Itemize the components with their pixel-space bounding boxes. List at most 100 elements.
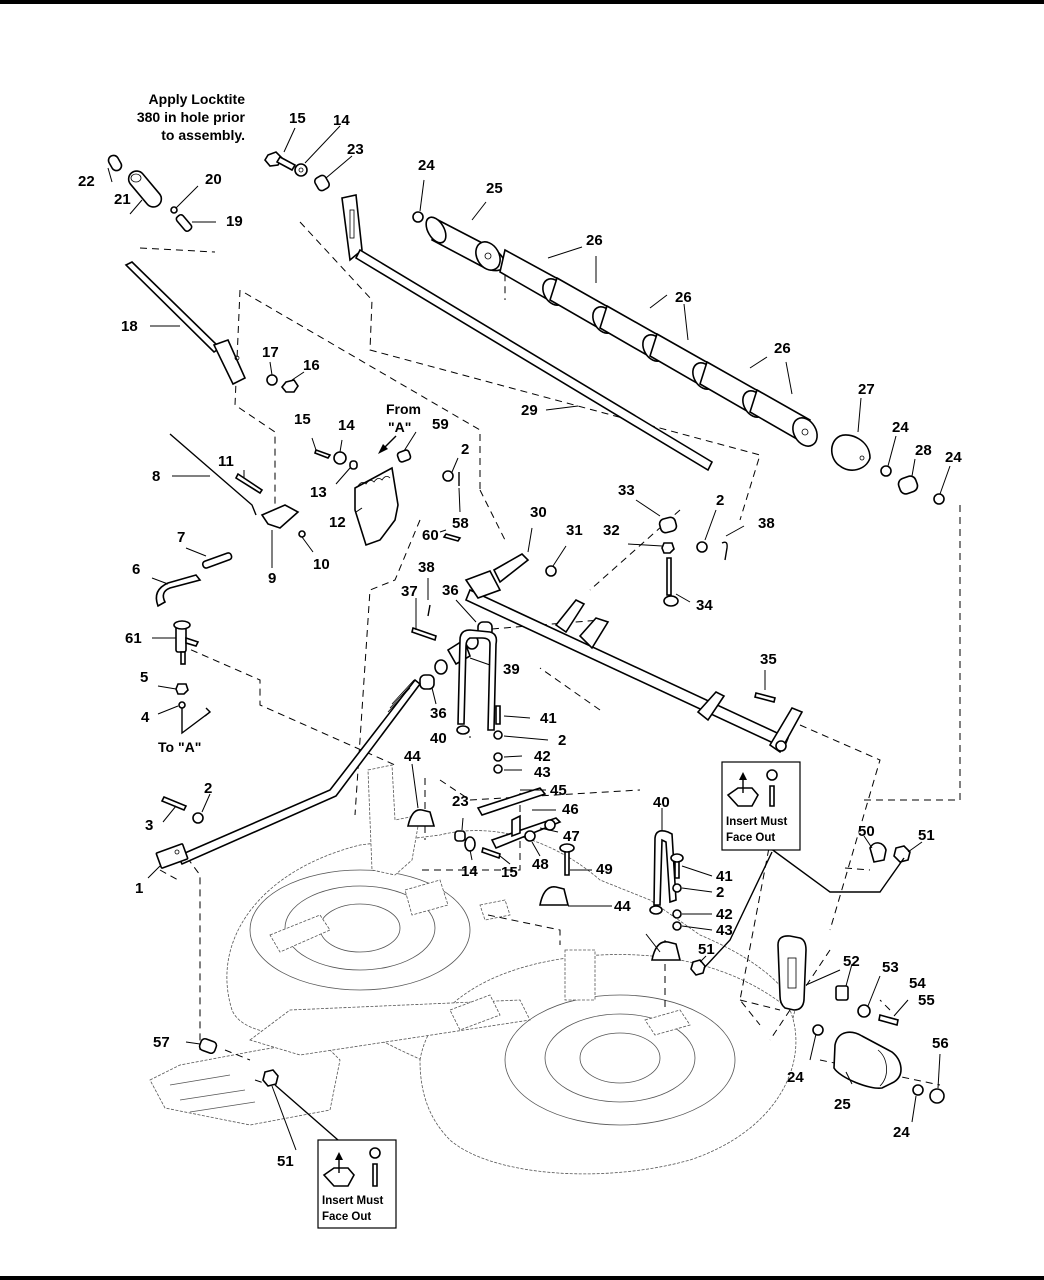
callout-39: 39 [503,661,520,678]
callout-5: 5 [140,669,148,686]
callout-3: 3 [145,817,153,834]
callout-24: 24 [787,1069,804,1086]
callout-30: 30 [530,504,547,521]
callout-51: 51 [277,1153,294,1170]
callout-24: 24 [418,157,435,174]
callout-36: 36 [442,582,459,599]
to-a-note: To "A" [158,739,201,755]
callout-15: 15 [501,864,518,881]
locktite-note-line1: Apply Locktite [149,91,246,107]
part-40-hook-upper [456,629,498,735]
callout-23: 23 [452,793,469,810]
locktite-note-line2: 380 in hole prior [137,109,246,125]
insert-note-box-upper: Insert Must Face Out [721,761,801,851]
callout-24: 24 [892,419,909,436]
callout-14: 14 [461,863,478,880]
callout-34: 34 [696,597,713,614]
callout-10: 10 [313,556,330,573]
part-18-lever [124,261,247,386]
callout-2: 2 [716,884,724,901]
callout-13: 13 [310,484,327,501]
callout-42: 42 [534,748,551,765]
callout-2: 2 [204,780,212,797]
callout-6: 6 [132,561,140,578]
callout-55: 55 [918,992,935,1009]
callout-31: 31 [566,522,583,539]
callout-1: 1 [135,880,143,897]
callout-36: 36 [430,705,447,722]
callout-17: 17 [262,344,279,361]
from-a-line1: From [386,401,421,417]
callout-12: 12 [329,514,346,531]
callout-24: 24 [893,1124,910,1141]
insert-note-upper-line1: Insert Must [726,816,788,828]
callout-38: 38 [758,515,775,532]
leader-lines [107,125,951,1151]
callout-22: 22 [78,173,95,190]
callout-2: 2 [558,732,566,749]
callout-27: 27 [858,381,875,398]
callout-19: 19 [226,213,243,230]
part-27-end-cap [830,434,871,471]
part-25-roller-top [425,216,506,272]
callout-labels: 22 21 20 19 15 14 23 24 25 26 26 26 18 1… [78,110,962,1170]
callout-35: 35 [760,651,777,668]
insert-note-box-lower: Insert Must Face Out [317,1139,397,1229]
callout-18: 18 [121,318,138,335]
part-26-rollers [499,248,818,447]
part-22-pin [107,154,123,172]
callout-11: 11 [218,453,234,470]
callout-43: 43 [716,922,733,939]
callout-42: 42 [716,906,733,923]
callout-44: 44 [404,748,421,765]
callout-32: 32 [603,522,620,539]
part-15-bolt-top [264,151,297,172]
callout-41: 41 [540,710,557,727]
part-40-hook-lower [649,830,677,915]
callout-54: 54 [909,975,926,992]
callout-60: 60 [422,527,439,544]
callout-40: 40 [430,730,447,747]
callout-47: 47 [563,828,580,845]
callout-26: 26 [675,289,692,306]
callout-25: 25 [486,180,503,197]
callout-40: 40 [653,794,670,811]
insert-note-upper-line2: Face Out [726,832,775,844]
callout-38: 38 [418,559,435,576]
callout-44: 44 [614,898,631,915]
from-a-note: From "A" [378,401,421,454]
callout-48: 48 [532,856,549,873]
callout-49: 49 [596,861,613,878]
callout-28: 28 [915,442,932,459]
callout-45: 45 [550,782,567,799]
callout-16: 16 [303,357,320,374]
callout-2: 2 [716,492,724,509]
callout-15: 15 [294,411,311,428]
callout-50: 50 [858,823,875,840]
from-a-line2: "A" [388,419,411,435]
callout-59: 59 [432,416,449,433]
callout-51: 51 [698,941,715,958]
top-rule [0,0,1044,4]
callout-14: 14 [338,417,355,434]
callout-7: 7 [177,529,185,546]
callout-15: 15 [289,110,306,127]
callout-57: 57 [153,1034,170,1051]
insert-note-lower-line2: Face Out [322,1211,371,1223]
callout-20: 20 [205,171,222,188]
parts [107,151,945,1104]
callout-26: 26 [774,340,791,357]
callout-53: 53 [882,959,899,976]
callout-61: 61 [125,630,142,647]
part-21-grip [127,170,163,208]
mower-deck [149,764,797,1175]
locktite-note: Apply Locktite 380 in hole prior to asse… [137,91,246,143]
callout-9: 9 [268,570,276,587]
part-25-roller-lower [833,1031,902,1089]
callout-33: 33 [618,482,635,499]
callout-43: 43 [534,764,551,781]
callout-8: 8 [152,468,160,485]
callout-25: 25 [834,1096,851,1113]
callout-26: 26 [586,232,603,249]
